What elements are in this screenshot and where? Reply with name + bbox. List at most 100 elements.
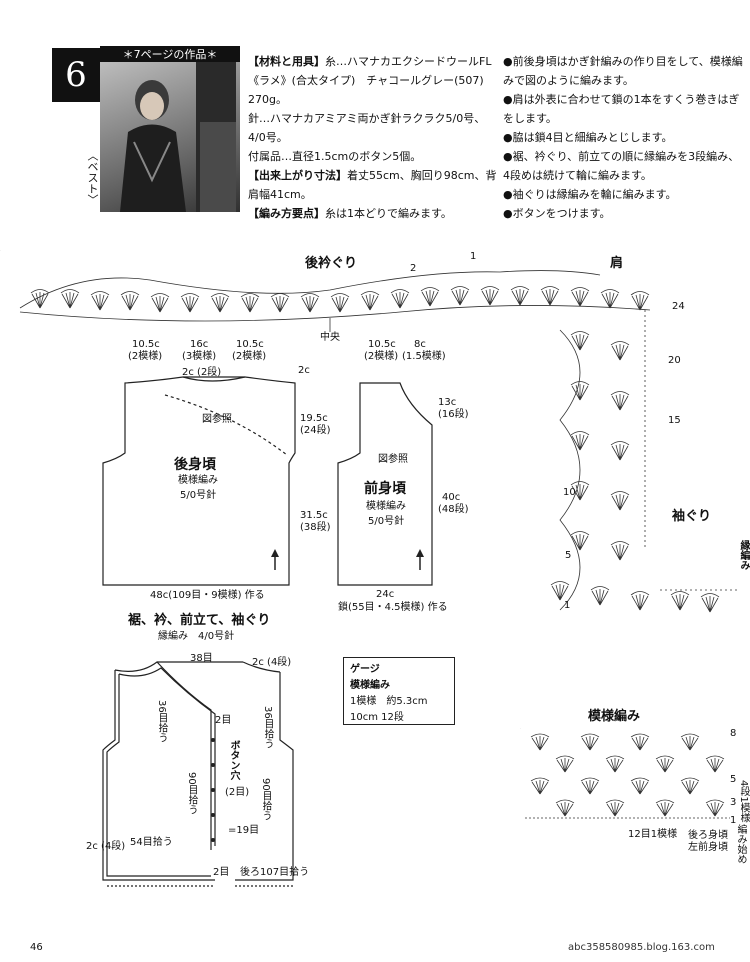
border-eye19: =19目: [228, 825, 260, 836]
front-bottom: 鎖(55目・4.5模様) 作る: [338, 602, 448, 613]
back-w3: 10.5c: [236, 339, 264, 350]
border-title: 裾、衿、前立て、袖ぐり: [128, 613, 271, 628]
back-title: 後身頃: [174, 457, 216, 473]
row-mark: 1: [470, 251, 477, 262]
pattern-number-box: 6: [52, 48, 100, 102]
back-stitch: 模様編み: [178, 475, 218, 486]
pattern-begin: 編み始め: [735, 824, 746, 864]
size-heading: 【出来上がり寸法】: [248, 169, 347, 182]
page-reference: ＊7ページの作品＊: [100, 46, 240, 62]
gauge-line: 1模様 約5.3cm: [350, 696, 428, 707]
button-hole-sub: (2目): [225, 787, 250, 798]
back-w1-sub: (2模様): [128, 351, 163, 362]
step-item: ●ボタンをつけます。: [503, 207, 611, 220]
front-total-rows: (48段): [438, 504, 469, 515]
pattern-mark: 8: [730, 728, 737, 739]
border-back-bottom: 後ろ107目拾う: [240, 867, 310, 878]
method-heading: 【編み方要点】: [248, 207, 325, 220]
border-sub: 縁編み 4/0号針: [158, 631, 235, 642]
neck-chart-title: 後衿ぐり: [305, 256, 358, 271]
gauge-title: ゲージ: [350, 664, 380, 675]
step-item: ●脇は鎖4目と細編みとじします。: [503, 131, 673, 144]
border-bottom-gap: 2目: [213, 867, 230, 878]
back-w2: 16c: [190, 339, 209, 350]
instructions-list: ●前後身頃はかぎ針編みの作り目をして、模様編みで図のように編みます。 ●肩は外表…: [503, 52, 743, 223]
page-number: 46: [30, 942, 43, 953]
back-bottom: 48c(109目・9模様) 作る: [150, 590, 265, 601]
button-hole-label: ボタン穴: [228, 740, 239, 780]
back-armhole-rows: (24段): [300, 425, 331, 436]
back-body-height: 31.5c: [300, 510, 328, 521]
armhole-label: 袖ぐり: [672, 509, 712, 524]
edge-label: 縁編み: [738, 540, 749, 570]
size-text: 着丈55cm、胸回り98cm、背肩幅41cm。: [248, 169, 497, 201]
front-top-drop: 2c: [298, 365, 310, 376]
front-needle: 5/0号針: [368, 516, 405, 527]
front-title: 前身頃: [364, 481, 406, 497]
model-photo: [100, 62, 240, 212]
front-stitch: 模様編み: [366, 501, 406, 512]
row-mark: 15: [668, 415, 681, 426]
gauge-line: 模様編み: [350, 680, 390, 691]
step-item: ●袖ぐりは縁編みを輪に編みます。: [503, 188, 677, 201]
front-w1: 10.5c: [368, 339, 396, 350]
back-needle: 5/0号針: [180, 490, 217, 501]
neck-chart-diagram: [0, 250, 740, 613]
border-front-pick: 90目拾う: [186, 772, 197, 815]
front-bottom-width: 24c: [376, 589, 395, 600]
border-armhole-pick: 36目拾う: [262, 706, 273, 749]
border-back-pick: 90目拾う: [260, 778, 271, 821]
item-label: 〈ベスト〉: [86, 150, 99, 205]
row-mark: 1: [564, 600, 571, 611]
front-neck-height: 13c: [438, 397, 457, 408]
source-watermark: abc358580985.blog.163.com: [568, 942, 715, 953]
back-ref: 図参照: [202, 414, 232, 425]
back-neck-drop: 2c (2段): [182, 367, 222, 378]
front-w2-sub: (1.5模様): [402, 351, 446, 362]
row-mark: 10: [563, 487, 576, 498]
border-top: 38目: [190, 653, 213, 664]
row-mark: 20: [668, 355, 681, 366]
materials-heading: 【材料と用具】: [248, 55, 325, 68]
front-neck-rows: (16段): [438, 409, 469, 420]
pattern-mark: 3: [730, 797, 737, 808]
border-gap: 2目: [215, 715, 232, 726]
pattern-title: 模様編み: [588, 709, 641, 724]
step-item: ●肩は外表に合わせて鎖の1本をすくう巻きはぎをします。: [503, 93, 740, 125]
gauge-line: 10cm 12段: [350, 712, 404, 723]
materials-block: 【材料と用具】糸…ハマナカエクシードウールFL《ラメ》(合太タイプ) チャコール…: [248, 52, 498, 223]
back-armhole-height: 19.5c: [300, 413, 328, 424]
border-shoulder: 2c (4段): [252, 657, 292, 668]
border-side-pick: 36目拾う: [156, 700, 167, 743]
back-w2-sub: (3模様): [182, 351, 217, 362]
pattern-number: 6: [65, 55, 87, 95]
pattern-rows: 4段1模様: [738, 780, 749, 823]
row-mark: 24: [672, 301, 685, 312]
pattern-chart: [520, 728, 730, 819]
row-mark: 2: [410, 263, 417, 274]
step-item: ●裾、衿ぐり、前立ての順に縁編みを3段編み、4段めは続けて輪に編みます。: [503, 150, 740, 182]
yarn-text: 糸…ハマナカエクシードウールFL《ラメ》(合太タイプ) チャコールグレー(507…: [248, 55, 492, 106]
back-body-rows: (38段): [300, 522, 331, 533]
back-w3-sub: (2模様): [232, 351, 267, 362]
pattern-mark: 5: [730, 774, 737, 785]
pattern-start: 後ろ身頃 左前身頃: [688, 830, 728, 853]
back-w1: 10.5c: [132, 339, 160, 350]
pattern-mark: 1: [730, 815, 737, 826]
border-hem-edge: 2c (4段): [86, 841, 126, 852]
needle-text: 針…ハマナカアミアミ両かぎ針ラクラク5/0号、4/0号。: [248, 112, 486, 144]
border-diagram: [102, 661, 294, 887]
shoulder-label: 肩: [610, 256, 624, 271]
method-text: 糸は1本どりで編みます。: [325, 207, 452, 220]
pattern-repeat: 12目1模様: [628, 829, 678, 840]
front-ref: 図参照: [378, 454, 408, 465]
front-w2: 8c: [414, 339, 426, 350]
border-hem-pick: 54目拾う: [130, 837, 173, 848]
step-item: ●前後身頃はかぎ針編みの作り目をして、模様編みで図のように編みます。: [503, 55, 743, 87]
front-body-diagram: [337, 382, 433, 586]
back-body-diagram: [102, 376, 296, 586]
front-total-height: 40c: [442, 492, 461, 503]
row-mark: 5: [565, 550, 572, 561]
front-w1-sub: (2模様): [364, 351, 399, 362]
notions-text: 付属品…直径1.5cmのボタン5個。: [248, 150, 422, 163]
